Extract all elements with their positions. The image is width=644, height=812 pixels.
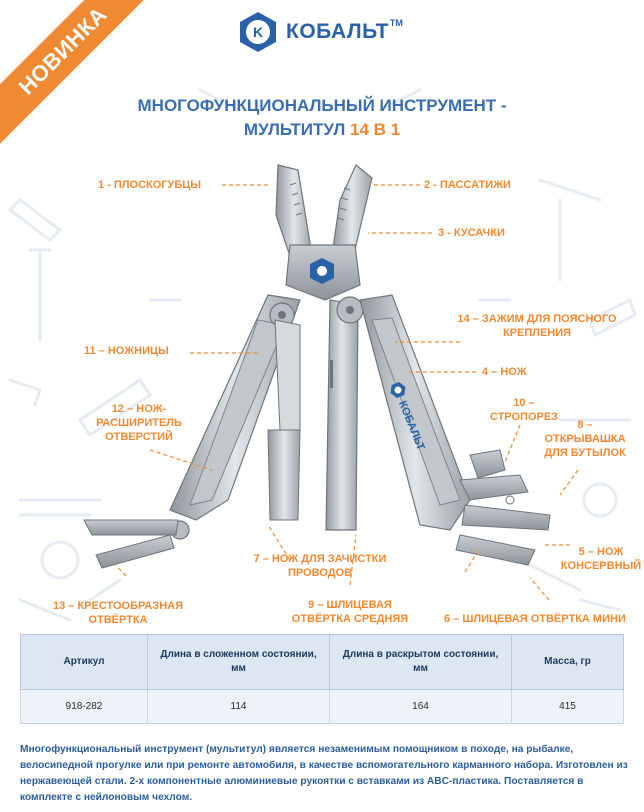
callout-5-line2: КОНСЕРВНЫЙ [560,560,642,572]
callout-4: 4 – НОЖ [482,366,527,378]
pliers-jaws [275,164,373,301]
callout-7: 7 – НОЖ ДЛЯ ЗАЧИСТКИ ПРОВОДОВ [250,552,390,580]
callout-7-line1: 7 – НОЖ ДЛЯ ЗАЧИСТКИ [253,553,387,565]
product-title-accent: 14 В 1 [350,120,401,139]
brand-tm: ТМ [389,18,403,28]
callout-13-line1: 13 – КРЕСТООБРАЗНАЯ [53,600,183,612]
callout-12: 12 – НОЖ- РАСШИРИТЕЛЬ ОТВЕРСТИЙ [84,402,194,444]
callout-5-line1: 5 – НОЖ [578,546,624,558]
callout-14: 14 – ЗАЖИМ ДЛЯ ПОЯСНОГО КРЕПЛЕНИЯ [452,312,622,340]
callout-2: 2 - ПАССАТИЖИ [424,179,511,191]
spec-table: Артикул Длина в сложенном состоянии, мм … [20,634,624,724]
header-article: Артикул [20,634,148,690]
cell-length-folded: 114 [147,689,330,724]
callout-1: 1 - ПЛОСКОГУБЦЫ [98,179,202,191]
spec-table-row: 918-282 114 164 415 [20,689,624,724]
callout-12-line3: ОТВЕРСТИЙ [105,431,173,443]
callout-8: 8 – ОТКРЫВАШКА ДЛЯ БУТЫЛОК [540,418,630,460]
header-mass: Масса, гр [511,634,624,690]
callout-7-line2: ПРОВОДОВ [287,567,353,579]
callout-9: 9 – ШЛИЦЕВАЯ ОТВЁРТКА СРЕДНЯЯ [280,598,420,626]
callout-6: 6 – ШЛИЦЕВАЯ ОТВЁРТКА МИНИ [444,613,626,625]
scissors [267,319,301,521]
product-title-line2: МУЛЬТИТУЛ 14 В 1 [40,118,604,142]
header-length-open: Длина в раскрытом состоянии, мм [329,634,512,690]
kobalt-logo-icon: K [240,12,276,52]
callout-12-line1: 12 – НОЖ- [111,403,167,415]
main-blade [325,296,364,531]
left-side-tools [83,519,179,569]
product-description: Многофункциональный инструмент (мультиту… [20,744,628,803]
callout-3: 3 - КУСАЧКИ [438,227,505,239]
callout-9-line1: 9 – ШЛИЦЕВАЯ [308,599,392,611]
callout-10-line1: 10 – [513,397,535,409]
callout-14-line1: 14 – ЗАЖИМ ДЛЯ ПОЯСНОГО [457,313,617,325]
logo-letter: K [253,24,263,40]
callout-14-line2: КРЕПЛЕНИЯ [502,327,572,339]
callout-10-line2: СТРОПОРЕЗ [489,411,559,423]
callout-12-line2: РАСШИРИТЕЛЬ [96,417,182,429]
callout-8-line2: ОТКРЫВАШКА [544,433,626,445]
callout-13-line2: ОТВЁРТКА [88,614,148,626]
right-side-tools [455,449,551,566]
cell-article: 918-282 [20,689,148,724]
callout-5: 5 – НОЖ КОНСЕРВНЫЙ [560,545,642,573]
cell-length-open: 164 [329,689,512,724]
callout-8-line1: 8 – [577,419,593,431]
callout-10: 10 – СТРОПОРЕЗ [484,396,564,424]
cell-mass: 415 [511,689,624,724]
callout-8-line3: ДЛЯ БУТЫЛОК [544,447,626,459]
callout-13: 13 – КРЕСТООБРАЗНАЯ ОТВЁРТКА [48,599,188,627]
brand-name: КОБАЛЬТ [286,20,389,43]
callout-11: 11 – НОЖНИЦЫ [84,345,169,357]
spec-table-header-row: Артикул Длина в сложенном состоянии, мм … [20,634,624,690]
product-title-main: МУЛЬТИТУЛ [243,120,350,139]
product-title-line1: МНОГОФУНКЦИОНАЛЬНЫЙ ИНСТРУМЕНТ - [137,96,507,115]
right-handle: КОБАЛЬТ [359,294,471,531]
callout-9-line2: ОТВЁРТКА СРЕДНЯЯ [291,613,409,625]
brand-logo: K КОБАЛЬТ ТМ [236,10,403,54]
header-length-folded: Длина в сложенном состоянии, мм [147,634,330,690]
